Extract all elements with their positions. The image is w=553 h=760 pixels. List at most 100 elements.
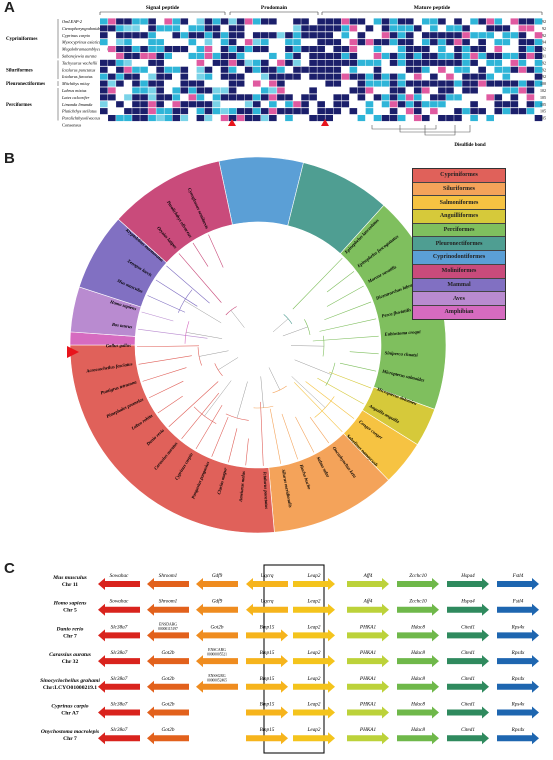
residue-cell [164, 39, 172, 46]
gene-label: Leap2 [307, 676, 321, 682]
residue-cell [397, 108, 406, 115]
species-label: Ictalurus punctatus [61, 67, 96, 72]
residue-cell [462, 39, 470, 46]
residue-cell [164, 87, 172, 94]
residue-cell [365, 80, 374, 87]
residue-cell [365, 18, 374, 25]
residue-cell [413, 59, 422, 66]
residue-cell [148, 80, 156, 87]
residue-cell [454, 115, 462, 122]
residue-cell [534, 66, 543, 73]
residue-cell [220, 32, 229, 39]
residue-cell [349, 18, 358, 25]
residue-cell [389, 39, 398, 46]
tree-branch [137, 345, 200, 348]
residue-cell [389, 32, 398, 39]
residue-cell [228, 80, 237, 87]
tree-branch [230, 310, 245, 328]
residue-cell [228, 39, 237, 46]
residue-cell [180, 108, 189, 115]
residue-cell [470, 80, 478, 87]
residue-cell [252, 115, 261, 122]
residue-cell [422, 46, 430, 53]
sequence-length: 94 [542, 40, 546, 45]
residue-cell [397, 80, 406, 87]
residue-cell [357, 39, 366, 46]
residue-cell [349, 101, 358, 108]
residue-cell [220, 115, 229, 122]
residue-cell [454, 80, 462, 87]
residue-cell [526, 80, 535, 87]
residue-cell [309, 73, 317, 80]
residue-cell [140, 39, 148, 46]
residue-cell [204, 115, 213, 122]
residue-cell [430, 115, 438, 122]
residue-cell [252, 73, 261, 80]
residue-cell [285, 101, 293, 108]
residue-cell [196, 108, 205, 115]
residue-cell [317, 52, 325, 59]
residue-cell [140, 25, 148, 32]
gene-label: Hspa4 [460, 572, 475, 579]
residue-cell [502, 66, 511, 73]
residue-cell [470, 46, 478, 53]
residue-cell [357, 80, 366, 87]
residue-cell [430, 25, 438, 32]
residue-cell [196, 39, 205, 46]
gene-label: Leap2 [307, 727, 321, 733]
residue-cell [148, 94, 156, 101]
residue-cell [116, 73, 124, 80]
residue-cell [365, 108, 374, 115]
residue-cell [325, 18, 333, 25]
residue-cell [446, 39, 454, 46]
tree-branch [290, 345, 324, 347]
residue-cell [261, 66, 269, 73]
residue-cell [108, 115, 116, 122]
residue-cell [196, 87, 205, 94]
residue-cell [180, 115, 189, 122]
residue-cell [252, 108, 261, 115]
residue-cell [124, 94, 132, 101]
residue-cell [357, 46, 366, 53]
residue-cell [212, 46, 221, 53]
residue-cell [462, 25, 470, 32]
tree-branch [324, 301, 372, 321]
residue-cell [510, 101, 519, 108]
gene-arrow [497, 706, 539, 719]
residue-cell [172, 108, 181, 115]
tree-branch [181, 392, 220, 440]
residue-cell [478, 18, 486, 25]
residue-cell [413, 46, 422, 53]
gene-arrow [98, 706, 140, 719]
sequence-length: 105 [540, 102, 546, 107]
residue-cell [188, 115, 197, 122]
residue-cell [220, 18, 229, 25]
residue-cell [325, 108, 333, 115]
residue-cell [220, 73, 229, 80]
residue-cell [397, 101, 406, 108]
gene-label: Bmp15 [260, 702, 275, 708]
gene-label: Leap2 [307, 650, 321, 656]
sequence-length: 105 [540, 109, 546, 114]
gene-arrow [246, 706, 288, 719]
residue-cell [293, 73, 301, 80]
gene-arrow [397, 680, 439, 693]
residue-cell [301, 115, 309, 122]
gene-arrow [246, 603, 288, 616]
residue-cell [534, 101, 543, 108]
gene-label: Slc38a7 [111, 650, 128, 656]
residue-cell [172, 52, 181, 59]
residue-cell [164, 80, 172, 87]
residue-cell [470, 101, 478, 108]
residue-cell [534, 108, 543, 115]
tree-branch [192, 242, 209, 267]
gene-label: Sowahac [110, 599, 129, 605]
consensus-label: Consensus [62, 123, 82, 128]
residue-cell [381, 87, 390, 94]
residue-cell [156, 32, 164, 39]
gene-arrow [246, 732, 288, 745]
residue-cell [132, 66, 140, 73]
residue-cell [244, 39, 253, 46]
tree-species-label: Gallus gallus [106, 343, 131, 348]
